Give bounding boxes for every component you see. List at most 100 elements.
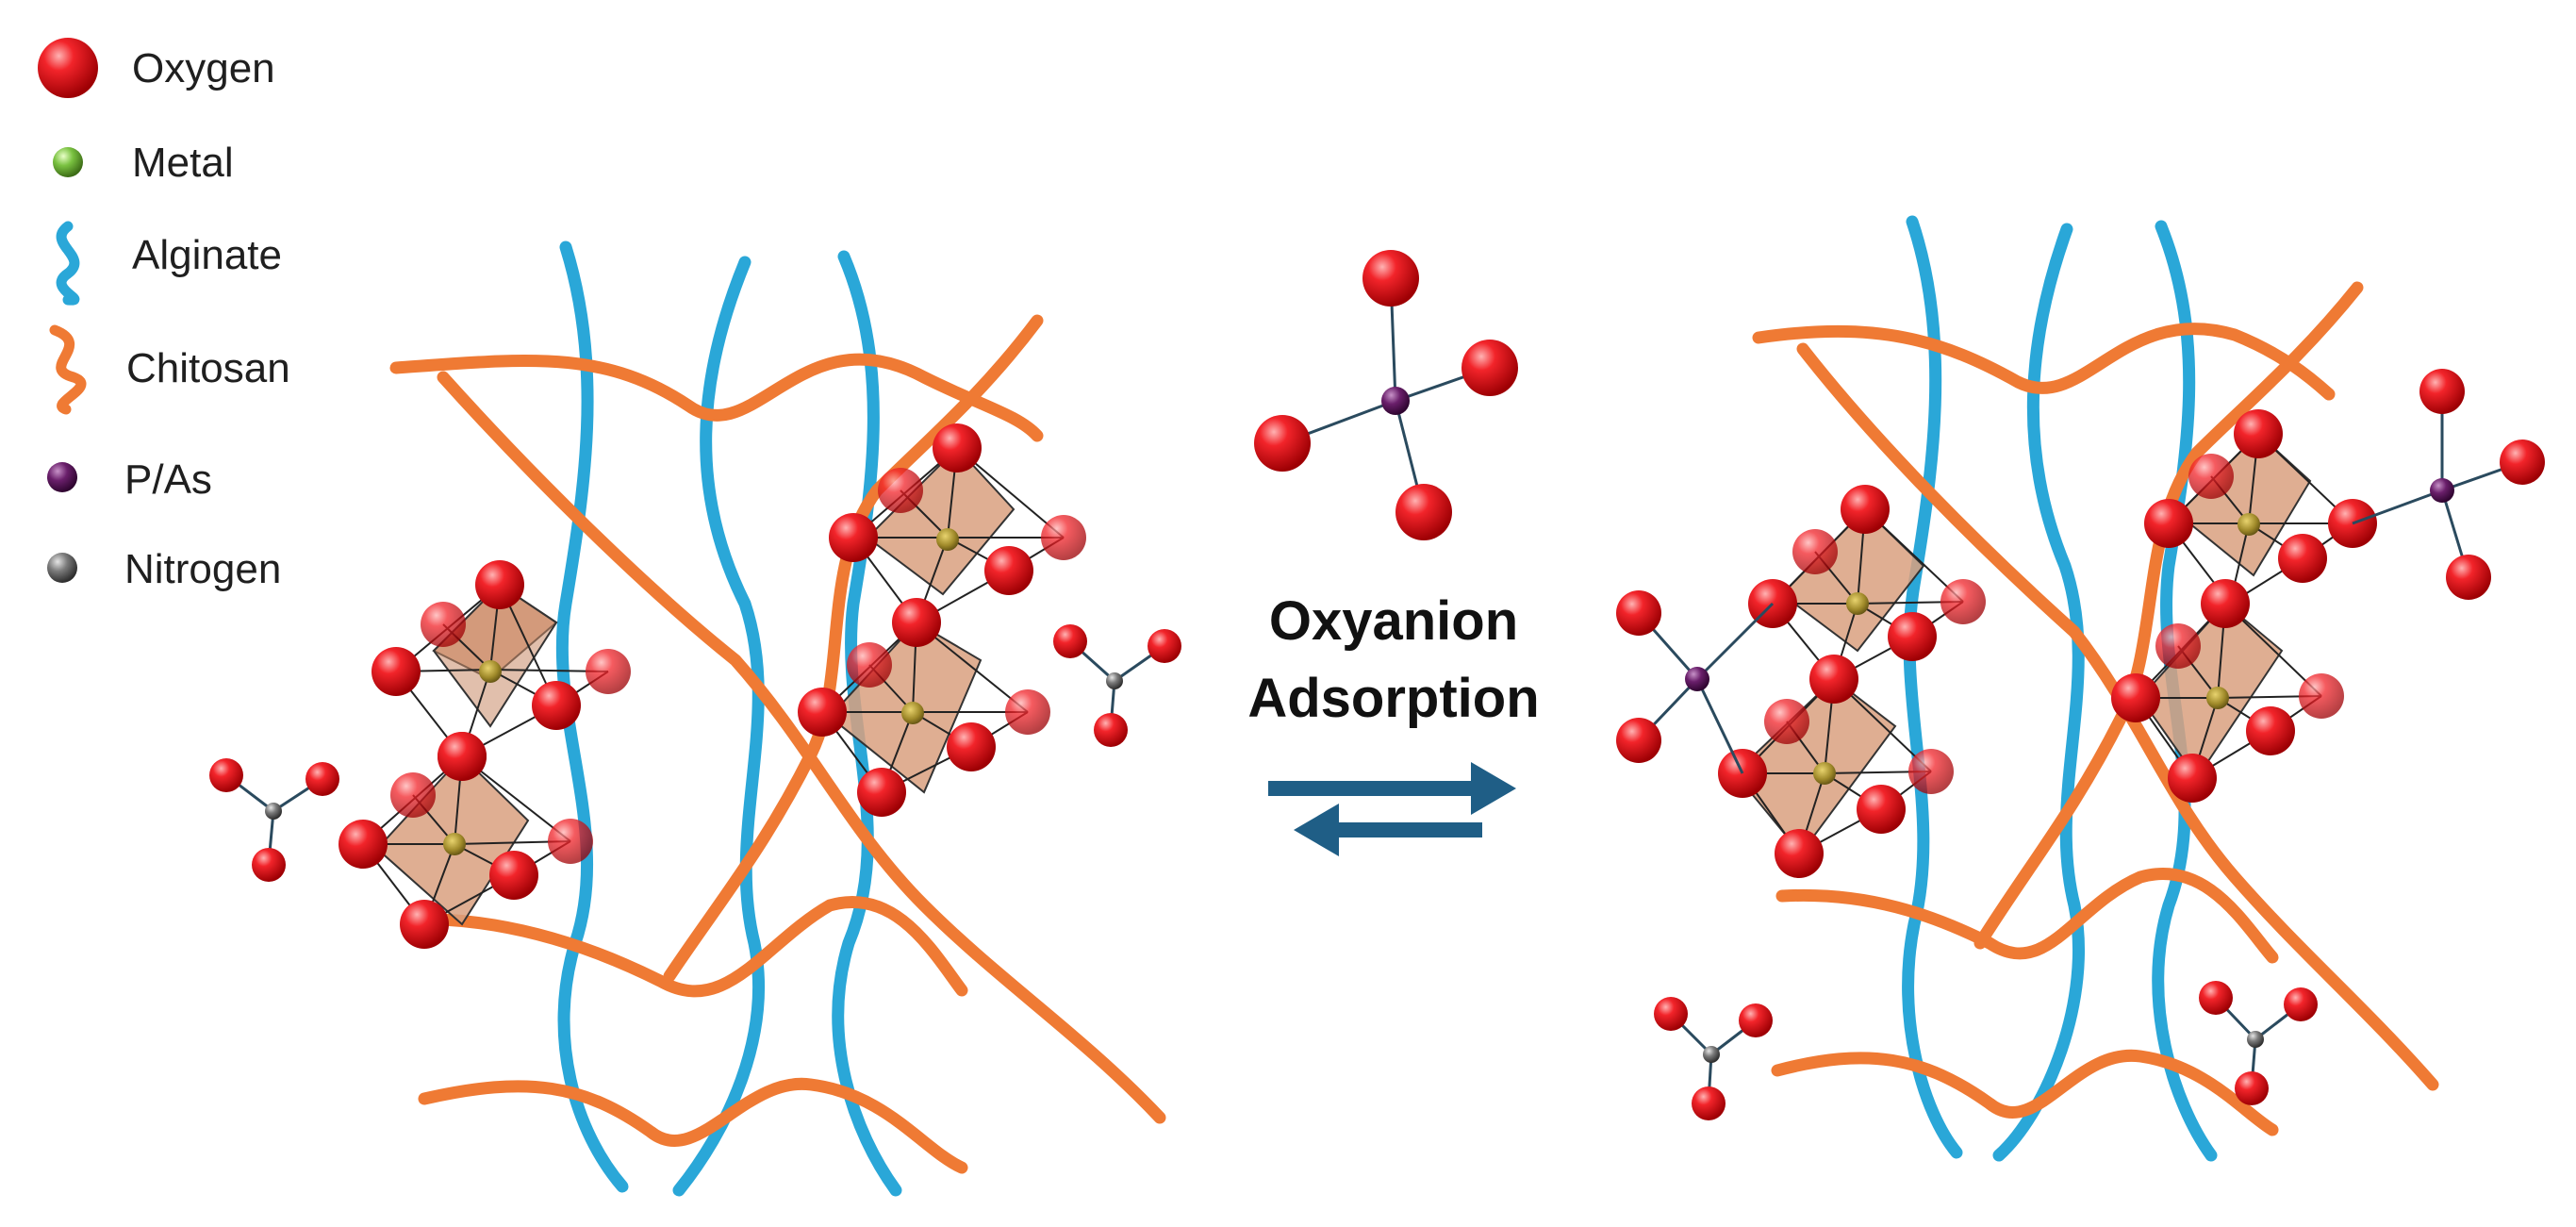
center-title-line1: Oxyanion <box>1269 590 1518 652</box>
legend-pas-label: P/As <box>124 456 212 503</box>
oxygen-atom <box>339 820 388 869</box>
oxygen-atom <box>1094 713 1128 747</box>
oxygen-atom <box>2278 534 2327 583</box>
oxygen-atom <box>1616 590 1661 636</box>
metal-oxide-octahedron <box>2111 579 2344 803</box>
oxygen-atom <box>1395 484 1452 540</box>
chitosan-chain <box>1973 281 2364 950</box>
free-oxyanion <box>1254 250 1518 540</box>
pas-atom <box>2430 478 2454 503</box>
legend-metal-label: Metal <box>132 140 234 186</box>
oxygen-atom <box>209 758 243 792</box>
left-polymer-network <box>389 240 1166 1197</box>
chitosan-chain <box>1752 323 2336 401</box>
oxygen-atom <box>947 722 996 771</box>
oxygen-atom <box>2284 987 2318 1021</box>
oxygen-atom <box>489 851 538 900</box>
oxygen-atom <box>857 768 906 817</box>
metal-center <box>443 833 466 855</box>
oxygen-atom <box>305 762 339 796</box>
pas-icon <box>47 462 77 492</box>
oxygen-atom <box>1053 624 1087 658</box>
oxygen-atom <box>1148 629 1181 663</box>
pas-atom <box>1381 387 1410 415</box>
center-title-line2: Adsorption <box>1247 668 1539 729</box>
oxygen-atom <box>372 647 421 696</box>
pas-atom <box>1685 667 1709 691</box>
chitosan-icon <box>49 324 87 415</box>
alginate-chain <box>832 250 902 1197</box>
legend-oxygen-label: Oxygen <box>132 45 275 91</box>
chitosan-chain <box>437 896 968 998</box>
oxygen-atom <box>438 732 487 781</box>
oxygen-atom <box>586 649 631 694</box>
chitosan-chain <box>663 314 1044 983</box>
metal-oxide-octahedron <box>339 732 593 949</box>
oxygen-atom <box>1809 655 1858 704</box>
metal-icon <box>53 147 83 177</box>
oxygen-atom <box>400 900 449 949</box>
oxygen-atom <box>2446 555 2491 600</box>
legend-alginate-label: Alginate <box>132 232 282 278</box>
alginate-chain <box>555 240 629 1193</box>
oxygen-atom <box>2111 673 2160 722</box>
nitrogen-atom <box>265 803 282 820</box>
oxygen-atom <box>2188 454 2234 499</box>
metal-center <box>2237 513 2260 536</box>
metal-oxide-octahedron <box>798 598 1050 817</box>
metal-center <box>1846 592 1869 615</box>
oxygen-atom <box>2235 1071 2269 1105</box>
oxygen-atom <box>475 560 524 609</box>
oxygen-atom <box>1362 250 1419 307</box>
nitrate-group <box>1053 624 1181 747</box>
oxygen-atom <box>798 688 847 737</box>
metal-center <box>2206 687 2229 709</box>
oxygen-atom <box>984 546 1033 595</box>
legend-chitosan-label: Chitosan <box>126 345 290 391</box>
oxygen-atom <box>2155 623 2201 669</box>
oxygen-atom <box>1739 1003 1773 1037</box>
oxygen-atom <box>2199 981 2233 1015</box>
chitosan-chain <box>1771 1049 2279 1136</box>
nitrate-group <box>209 758 339 882</box>
oxygen-atom <box>1908 749 1954 794</box>
metal-oxide-octahedron <box>1718 655 1954 878</box>
forward-arrow <box>1268 762 1516 815</box>
metal-center <box>901 702 924 724</box>
oxygen-atom <box>2246 706 2295 755</box>
oxygen-atom <box>1841 485 1890 534</box>
oxygen-atom <box>252 848 286 882</box>
oxygen-atom <box>1254 415 1311 472</box>
oxygen-atom <box>1041 515 1086 560</box>
oxygen-atom <box>1616 718 1661 763</box>
oxygen-atom <box>1775 829 1824 878</box>
chitosan-chain <box>437 371 1166 1124</box>
reversible-arrows <box>1268 762 1516 856</box>
legend-nitrogen-label: Nitrogen <box>124 546 281 592</box>
oxygen-atom <box>1888 612 1937 661</box>
oxygen-atom <box>1005 689 1050 735</box>
nitrogen-atom <box>2247 1031 2264 1048</box>
alginate-chain <box>1992 223 2085 1162</box>
chitosan-chain <box>418 1077 968 1174</box>
metal-oxide-octahedron <box>2144 409 2377 605</box>
nitrate-group <box>1654 997 1773 1120</box>
oxygen-atom <box>421 602 466 647</box>
alginate-chain <box>1902 215 1963 1159</box>
nitrogen-atom <box>1106 672 1123 689</box>
legend: Oxygen Metal Alginate Chitosan P/As Nitr… <box>38 38 290 592</box>
adsorbed-oxyanion <box>1616 590 1775 774</box>
oxygen-atom <box>1692 1086 1726 1120</box>
alginate-chain <box>672 256 765 1197</box>
oxygen-atom <box>2234 409 2283 458</box>
oxygen-atom <box>892 598 941 647</box>
metal-oxide-octahedron <box>372 560 631 781</box>
metal-center <box>936 528 959 551</box>
chitosan-chain <box>1775 868 2279 964</box>
oxygen-atom <box>2500 439 2545 485</box>
adsorbed-oxyanion <box>2352 369 2545 600</box>
nitrogen-icon <box>47 553 77 583</box>
oxygen-atom <box>2201 579 2250 628</box>
oxygen-atom <box>390 772 436 818</box>
oxygen-atom <box>878 468 923 513</box>
